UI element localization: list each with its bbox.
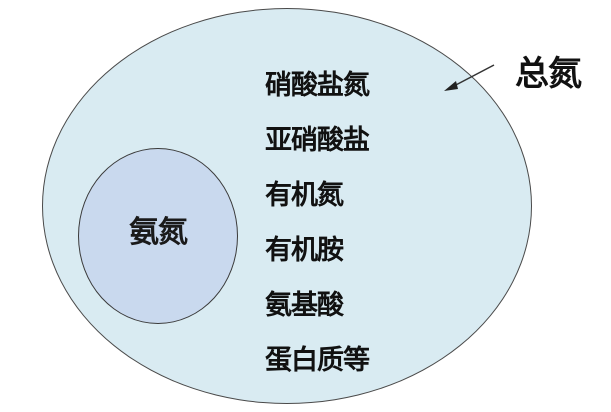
pointer-arrow-icon (444, 64, 495, 91)
member-item: 有机胺 (265, 235, 344, 266)
member-item: 亚硝酸盐 (265, 125, 370, 156)
member-item: 蛋白质等 (265, 345, 370, 376)
member-item: 硝酸盐氮 (265, 70, 370, 101)
member-item: 氨基酸 (265, 290, 344, 321)
outer-members-list: 硝酸盐氮 亚硝酸盐 有机氮 有机胺 氨基酸 蛋白质等 (265, 58, 370, 388)
ammonia-nitrogen-circle: 氨氮 (78, 148, 238, 324)
member-item: 有机氮 (265, 180, 344, 211)
total-nitrogen-label: 总氮 (515, 54, 582, 94)
ammonia-nitrogen-label: 氨氮 (129, 215, 188, 250)
